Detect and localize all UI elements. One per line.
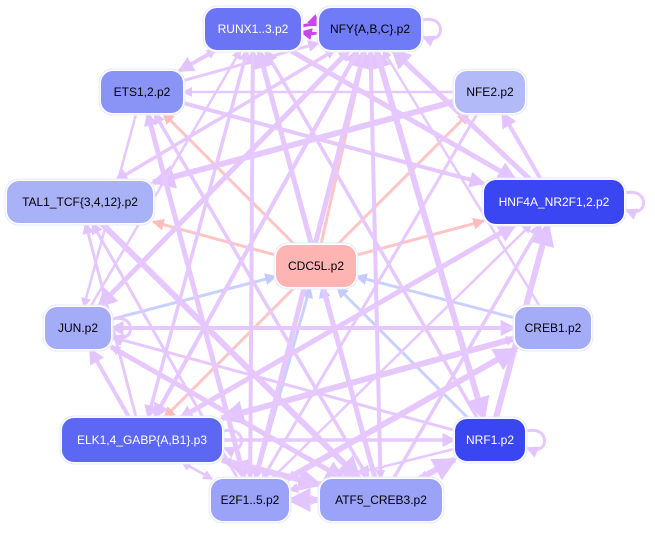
edge-atf5-to-elk bbox=[221, 457, 321, 486]
edge-runx-to-ets bbox=[177, 48, 217, 73]
node-nfe2[interactable]: NFE2.p2 bbox=[452, 68, 528, 116]
edge-nfy-to-nrf1 bbox=[373, 49, 490, 422]
node-label: NFY{A,B,C}.p2 bbox=[330, 22, 410, 36]
node-creb1[interactable]: CREB1.p2 bbox=[512, 304, 594, 352]
node-label: CREB1.p2 bbox=[525, 321, 582, 335]
edge-nfy-to-jun bbox=[96, 48, 352, 309]
edge-hnf4a-to-nfy bbox=[390, 48, 533, 182]
node-box bbox=[455, 419, 525, 461]
node-box bbox=[515, 307, 591, 349]
edge-nfy-to-elk bbox=[152, 49, 361, 420]
edge-e2f-to-creb1 bbox=[285, 346, 519, 482]
edge-creb1-to-cdc5l bbox=[354, 273, 516, 320]
node-box bbox=[101, 71, 183, 113]
node-label: TAL1_TCF{3,4,12}.p2 bbox=[22, 195, 138, 209]
node-label: E2F1..5.p2 bbox=[221, 493, 280, 507]
edge-hnf4a-to-nfe2 bbox=[500, 111, 543, 182]
edge-elk-to-hnf4a bbox=[178, 221, 518, 421]
node-hnf4a[interactable]: HNF4A_NR2F1,2.p2 bbox=[481, 177, 627, 227]
node-nrf1[interactable]: NRF1.p2 bbox=[452, 416, 528, 464]
edge-ets-to-hnf4a bbox=[182, 101, 486, 188]
node-label: CDC5L.p2 bbox=[288, 259, 344, 273]
node-e2f[interactable]: E2F1..5.p2 bbox=[208, 476, 292, 524]
node-box bbox=[7, 181, 153, 223]
edge-nrf1-to-runx bbox=[263, 48, 480, 420]
edge-runx-to-nfy bbox=[300, 14, 321, 28]
edge-nfy-to-atf5 bbox=[369, 49, 386, 480]
edge-nrf1-to-nrf1 bbox=[522, 428, 546, 458]
node-elk[interactable]: ELK1,4_GABP{A,B1}.p3 bbox=[59, 415, 225, 465]
edge-atf5-to-jun bbox=[110, 345, 345, 481]
edge-runx-to-e2f bbox=[245, 49, 256, 480]
node-runx[interactable]: RUNX1..3.p2 bbox=[202, 5, 304, 53]
node-box bbox=[62, 418, 222, 462]
node-box bbox=[320, 479, 442, 521]
node-ets[interactable]: ETS1,2.p2 bbox=[98, 68, 186, 116]
edge-hnf4a-to-hnf4a bbox=[621, 190, 645, 220]
edge-cdc5l-to-nfe2 bbox=[335, 111, 471, 247]
node-label: ELK1,4_GABP{A,B1}.p3 bbox=[77, 433, 207, 447]
node-label: RUNX1..3.p2 bbox=[218, 22, 289, 36]
node-label: JUN.p2 bbox=[58, 321, 98, 335]
edge-nfy-to-runx bbox=[299, 28, 321, 41]
edge-creb1-to-nfy bbox=[381, 49, 542, 308]
node-box bbox=[319, 8, 421, 50]
node-box bbox=[205, 8, 301, 50]
node-label: NRF1.p2 bbox=[466, 433, 514, 447]
node-box bbox=[45, 307, 111, 349]
node-cdc5l[interactable]: CDC5L.p2 bbox=[273, 242, 359, 290]
edge-e2f-to-hnf4a bbox=[270, 223, 533, 480]
node-box bbox=[211, 479, 289, 521]
node-label: NFE2.p2 bbox=[466, 85, 514, 99]
node-nfy[interactable]: NFY{A,B,C}.p2 bbox=[316, 5, 424, 53]
edge-nfy-to-nfy bbox=[418, 17, 442, 47]
edge-jun-to-cdc5l bbox=[110, 273, 278, 321]
node-label: ETS1,2.p2 bbox=[114, 85, 171, 99]
node-tal1[interactable]: TAL1_TCF{3,4,12}.p2 bbox=[4, 178, 156, 226]
node-atf5[interactable]: ATF5_CREB3.p2 bbox=[317, 476, 445, 524]
edge-cdc5l-to-ets bbox=[161, 111, 297, 247]
edge-nrf1-to-cdc5l bbox=[335, 285, 471, 421]
node-box bbox=[455, 71, 525, 113]
edge-elk-to-jun bbox=[88, 347, 132, 419]
edge-atf5-to-nrf1 bbox=[417, 456, 458, 482]
edge-atf5-to-ets bbox=[153, 111, 370, 480]
node-box bbox=[276, 245, 356, 287]
node-label: HNF4A_NR2F1,2.p2 bbox=[499, 195, 610, 209]
edge-nfy-to-tal1 bbox=[113, 48, 336, 183]
edge-cdc5l-to-tal1 bbox=[151, 218, 277, 257]
edge-e2f-to-ets bbox=[144, 111, 247, 480]
edge-e2f-to-elk bbox=[180, 460, 213, 481]
edge-cdc5l-to-hnf4a bbox=[355, 217, 486, 257]
node-box bbox=[484, 180, 624, 224]
node-label: ATF5_CREB3.p2 bbox=[335, 493, 427, 507]
node-jun[interactable]: JUN.p2 bbox=[42, 304, 114, 352]
